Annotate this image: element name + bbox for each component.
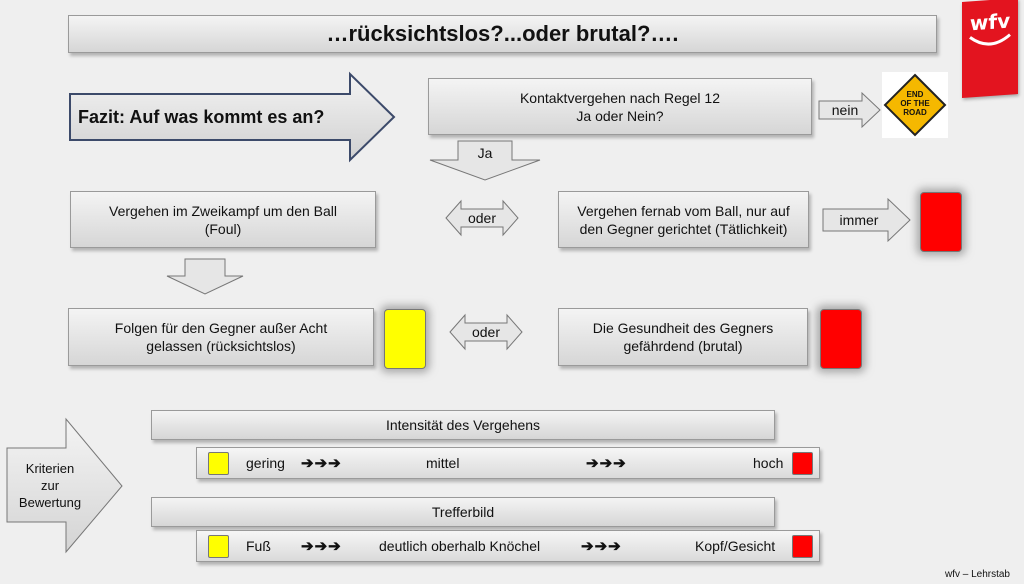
road-sign-line1: END [906,90,924,99]
scale-red-marker [792,535,813,558]
wfv-logo: wfv [962,0,1018,98]
intensitaet-arrows-1: ➔➔➔ [301,455,342,472]
zweikampf-line2: (Foul) [204,220,242,237]
trefferbild-heading-text: Trefferbild [431,504,495,520]
trefferbild-arrows-1: ➔➔➔ [301,538,342,555]
intensitaet-low: gering [246,455,285,471]
kontakt-line1: Kontaktvergehen nach Regel 12 [519,89,721,106]
folgen-line1: Folgen für den Gegner außer Acht [114,320,328,336]
oder-label-2: oder [471,324,501,340]
immer-label: immer [839,212,879,228]
fernab-line2: den Gegner gerichtet (Tätlichkeit) [579,220,788,237]
red-card-1 [920,192,962,252]
page-title: …rücksichtslos?...oder brutal?…. [68,15,937,53]
intensitaet-heading-text: Intensität des Vergehens [385,417,541,433]
intensitaet-scale: gering ➔➔➔ mittel ➔➔➔ hoch [196,447,820,479]
road-sign-icon [883,73,947,137]
trefferbild-arrows-2: ➔➔➔ [581,538,622,555]
oder-arrow-1 [445,199,519,237]
trefferbild-scale: Fuß ➔➔➔ deutlich oberhalb Knöchel ➔➔➔ Ko… [196,530,820,562]
intensitaet-high: hoch [753,455,784,471]
scale-yellow-marker [208,535,229,558]
fazit-label: Fazit: Auf was kommt es an? [78,106,325,127]
immer-arrow [822,197,911,243]
folgen-line2: gelassen (rücksichtslos) [146,338,296,354]
intensitaet-heading: Intensität des Vergehens [151,410,775,440]
folgen-box: Folgen für den Gegner außer Acht gelasse… [68,308,374,366]
oder-arrow-2 [449,313,523,351]
gesundheit-line2: gefährdend (brutal) [623,338,743,354]
nein-arrow [818,91,881,129]
kriterien-line1: Kriterien [25,461,75,476]
trefferbild-low: Fuß [246,538,271,554]
kriterien-arrow [6,417,123,554]
kriterien-line3: Bewertung [18,495,82,510]
footer-text: wfv – Lehrstab [944,569,1010,580]
zweikampf-box: Vergehen im Zweikampf um den Ball (Foul) [70,191,376,248]
trefferbild-high: Kopf/Gesicht [695,538,776,554]
yellow-card [384,309,426,369]
logo-swoosh-icon [969,33,1011,46]
gesundheit-line1: Die Gesundheit des Gegners [592,320,774,336]
kriterien-label: Kriterien zur Bewertung [8,460,92,511]
kriterien-line2: zur [40,478,60,493]
zweikampf-line1: Vergehen im Zweikampf um den Ball [109,202,337,219]
scale-red-marker [792,452,813,475]
fernab-box: Vergehen fernab vom Ball, nur auf den Ge… [558,191,809,248]
gesundheit-box: Die Gesundheit des Gegners gefährdend (b… [558,308,808,366]
fazit-arrow [69,71,396,163]
scale-yellow-marker [208,452,229,475]
intensitaet-arrows-2: ➔➔➔ [586,455,627,472]
road-sign-line2: OF THE [900,99,930,108]
page-title-text: …rücksichtslos?...oder brutal?…. [326,21,679,46]
ja-arrow [429,140,541,181]
kontakt-line2: Ja oder Nein? [576,107,664,124]
road-sign-line3: ROAD [903,108,927,117]
down-arrow [166,258,244,295]
nein-label: nein [831,102,859,118]
trefferbild-mid: deutlich oberhalb Knöchel [379,538,541,554]
end-of-road-sign: END OF THE ROAD [882,72,948,138]
intensitaet-mid: mittel [426,455,460,471]
red-card-2 [820,309,862,369]
trefferbild-heading: Trefferbild [151,497,775,527]
oder-label-1: oder [467,210,497,226]
ja-label: Ja [477,145,493,161]
fernab-line1: Vergehen fernab vom Ball, nur auf [577,202,790,219]
kontakt-box: Kontaktvergehen nach Regel 12 Ja oder Ne… [428,78,812,135]
